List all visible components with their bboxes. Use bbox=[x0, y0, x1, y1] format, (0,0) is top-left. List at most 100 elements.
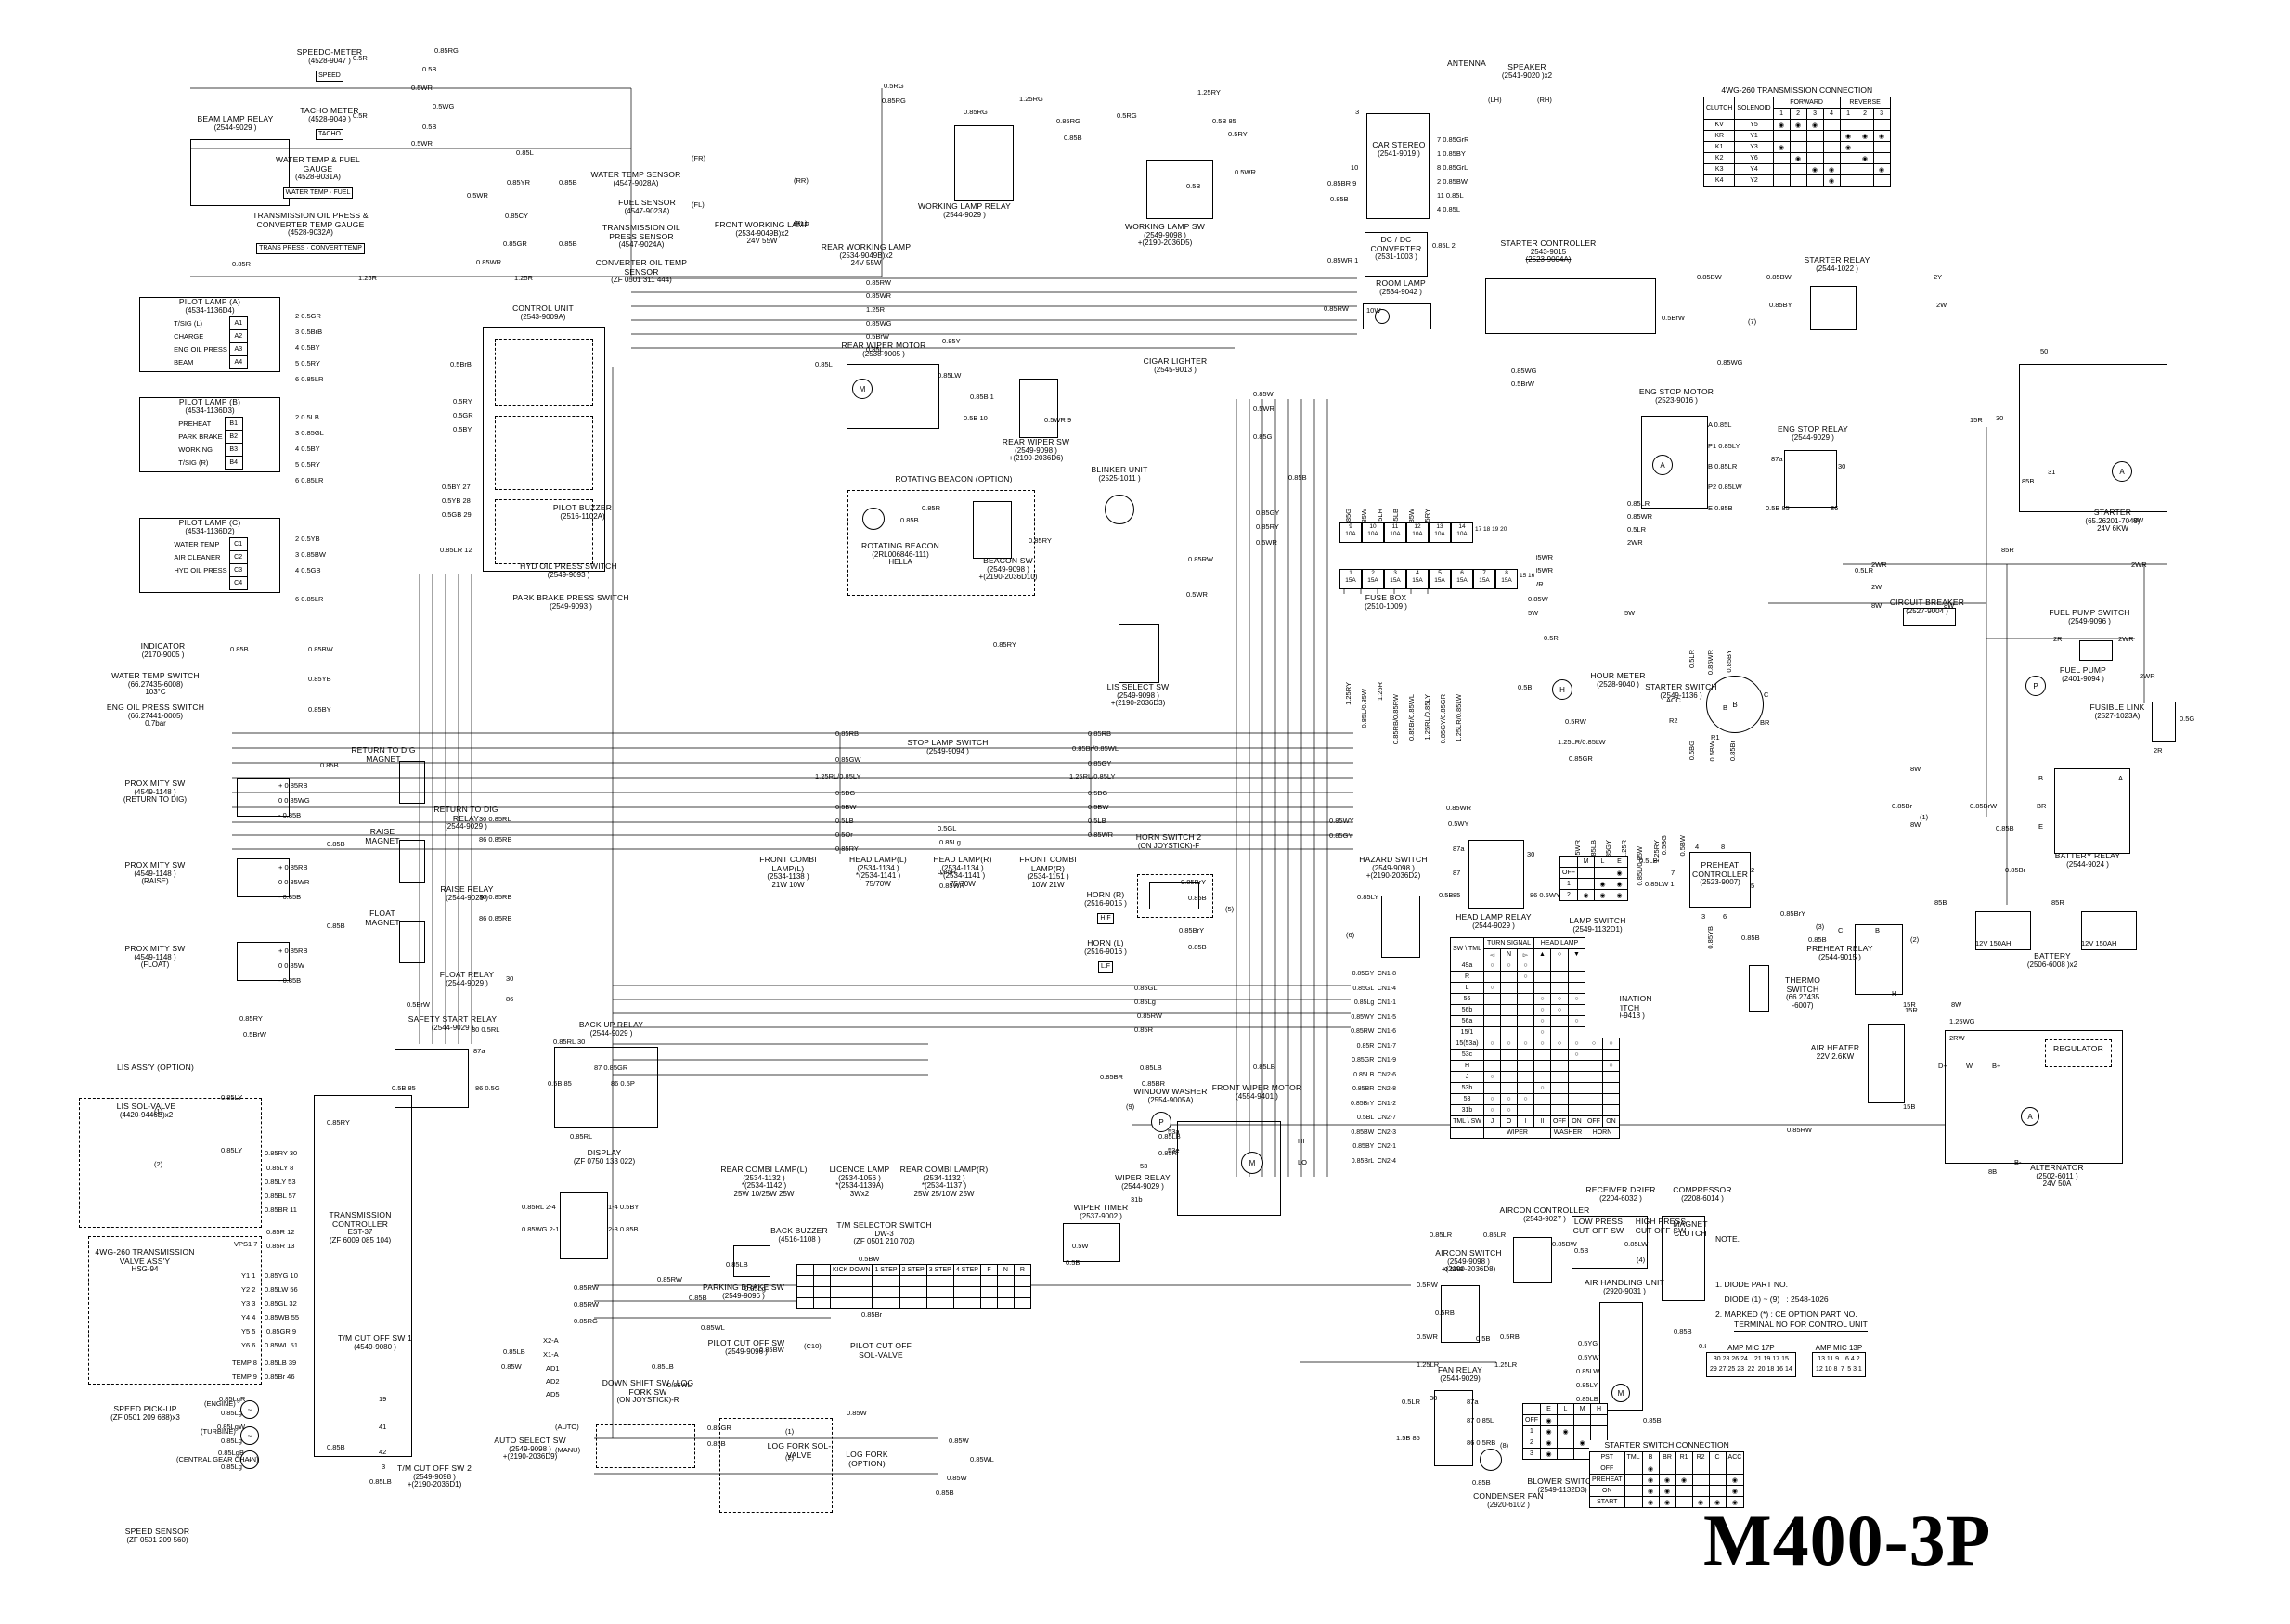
auto-select-sw-part: (2549-9098 ) bbox=[509, 1444, 551, 1453]
head-lamp-l-name: HEAD LAMP(L) bbox=[849, 855, 907, 864]
fuse-terminals: 17 18 19 20 bbox=[1475, 526, 1507, 533]
wiper-relay-part: (2544-9029 ) bbox=[1121, 1181, 1164, 1191]
wire-label: 1.25R bbox=[1376, 682, 1384, 702]
wire-label: 0.85WR bbox=[1528, 566, 1554, 574]
rear-wiper-sw-part2: +(2190-2036D6) bbox=[1008, 454, 1064, 463]
window-washer: WINDOW WASHER(2554-9005A) bbox=[1119, 1087, 1223, 1104]
wire-label: 42 bbox=[379, 1448, 387, 1456]
wire-label: B- bbox=[2014, 1158, 2022, 1166]
back-buzzer: BACK BUZZER(4516-1108 ) bbox=[757, 1226, 842, 1244]
wire-label: 86 0.5WY bbox=[1530, 891, 1560, 899]
component-box bbox=[1177, 1121, 1281, 1216]
option-dashed-box bbox=[79, 1098, 262, 1228]
proximity-sw-float-extra: (FLOAT) bbox=[140, 960, 170, 970]
comb-row-label: R bbox=[1450, 971, 1484, 983]
component-box bbox=[973, 501, 1012, 559]
battery-name: BATTERY bbox=[2034, 951, 2071, 960]
wire-label: 0.85B bbox=[1288, 473, 1307, 482]
starter-switch-connection-corner: TML bbox=[1624, 1451, 1643, 1463]
wire-label: 2 0.5LB bbox=[295, 413, 319, 421]
amp-mic-13p-title: AMP MIC 13P bbox=[1815, 1344, 1863, 1352]
wire-label: 30 bbox=[1430, 1394, 1438, 1402]
wire-label: 0.85BW bbox=[759, 1346, 784, 1354]
comb-mark: ○ bbox=[1533, 993, 1551, 1005]
wire-label: B bbox=[1875, 926, 1881, 934]
wire-label: 85R bbox=[2001, 546, 2014, 554]
wire-label: 0.85B bbox=[559, 239, 577, 248]
pilot-lamp-a-row-label: T/SIG (L) bbox=[174, 318, 203, 328]
comb-mark bbox=[1549, 1104, 1569, 1116]
comb-mark bbox=[1601, 1104, 1620, 1116]
blower-switch-row-label: 1 bbox=[1522, 1425, 1541, 1437]
comb-mark bbox=[1482, 1049, 1501, 1061]
transmission-connection-row-label: K4 bbox=[1702, 174, 1736, 187]
wire-label: 0.85LB 39 bbox=[265, 1359, 297, 1367]
wire-label: 0.85Lg bbox=[221, 1463, 242, 1471]
safety-start-relay: SAFETY START RELAY(2544-9029 ) bbox=[399, 1014, 506, 1032]
wire-label: 2WR bbox=[2118, 635, 2134, 643]
wire-label: 0.85RY bbox=[835, 844, 859, 853]
component-box bbox=[2079, 640, 2113, 661]
component-box bbox=[1599, 1302, 1643, 1411]
thermo-switch-part2: -6007) bbox=[1792, 1000, 1814, 1010]
wire-label: 0.5B bbox=[422, 122, 437, 131]
rear-working-lamp-part: (2534-9049B)x2 bbox=[839, 251, 893, 260]
wiper-relay: WIPER RELAY(2544-9029 ) bbox=[1100, 1173, 1185, 1191]
wire-label: 0.5R bbox=[1544, 634, 1559, 642]
transmission-connection-row-label: Y6 bbox=[1734, 152, 1774, 164]
log-fork-sol-valve: LOG FORK SOL-VALVE bbox=[761, 1441, 837, 1460]
wire-label: 0.85B bbox=[707, 1439, 726, 1448]
rotating-beacon-part: (2RL006846-111) bbox=[872, 549, 929, 559]
wire-label: 0.85B 1 bbox=[970, 393, 994, 401]
wire-label: Y5 5 bbox=[241, 1327, 256, 1335]
tm-cut-off-sw-1: T/M CUT OFF SW 1(4549-9080 ) bbox=[323, 1334, 427, 1351]
wire-label: 0.85L bbox=[815, 360, 833, 368]
wire-label: 85R bbox=[2051, 898, 2064, 907]
tm-selector-switch-name: T/M SELECTOR SWITCH bbox=[836, 1220, 932, 1230]
front-combi-lamp-l: FRONT COMBI LAMP(L)(2534-1138 )21W 10W bbox=[745, 855, 831, 890]
air-heater-name: AIR HEATER bbox=[1810, 1043, 1860, 1052]
tacho-meter-symbol: TACHO bbox=[316, 129, 343, 141]
component-box bbox=[2054, 768, 2130, 854]
safety-start-relay-part: (2544-9029 ) bbox=[431, 1023, 474, 1032]
comb-mark bbox=[1533, 1104, 1551, 1116]
float-magnet-name: FLOAT MAGNET bbox=[365, 909, 400, 927]
comb-mark: ○ bbox=[1482, 1093, 1501, 1105]
amp-mic-13p-top-pins: 13 11 9 6 4 2 bbox=[1818, 1356, 1860, 1362]
wire-label: 0.5B 85 bbox=[548, 1079, 572, 1088]
lamp-switch-col: M bbox=[1577, 856, 1595, 868]
condenser-fan: CONDENSER FAN(2920-6102 ) bbox=[1461, 1491, 1556, 1509]
aircon-controller: AIRCON CONTROLLER(2543-9027 ) bbox=[1490, 1205, 1599, 1223]
wire-label: 2WR bbox=[2131, 561, 2147, 569]
component-box bbox=[1945, 1030, 2123, 1164]
comb-footer-col: ON bbox=[1601, 1115, 1620, 1128]
fuel-pump-name: FUEL PUMP bbox=[2059, 665, 2107, 675]
wire-label: 0.85RY bbox=[993, 640, 1016, 649]
comb-mark: ○ bbox=[1567, 1038, 1585, 1050]
lamp-switch-row-label: OFF bbox=[1559, 867, 1578, 879]
comb-mark: ○ bbox=[1482, 960, 1501, 972]
fuse: 3 15A bbox=[1384, 569, 1406, 589]
tm-selector-mark bbox=[979, 1297, 998, 1309]
comb-row-label: 53 bbox=[1450, 1093, 1484, 1105]
wire-label: 0.85W bbox=[1528, 595, 1548, 603]
wire-label: 0.85LB bbox=[369, 1477, 392, 1486]
thermo-switch-part: (66.27435 bbox=[1785, 993, 1820, 1002]
rear-wiper-sw-name: REAR WIPER SW bbox=[1002, 437, 1070, 446]
comb-mark bbox=[1584, 1049, 1603, 1061]
comb-mark bbox=[1482, 993, 1501, 1005]
wire-label: 0.85RY bbox=[239, 1014, 263, 1023]
wire-label: 0.85LB bbox=[1158, 1132, 1181, 1141]
starter-switch-connection-mark bbox=[1675, 1485, 1693, 1497]
wire-label: 0.5RG bbox=[884, 82, 904, 90]
transmission-connection-mark bbox=[1839, 174, 1857, 187]
wire-label: 12V 150AH bbox=[1975, 939, 2012, 947]
fuse-box-part: (2510-1009 ) bbox=[1365, 601, 1407, 611]
starter-part: (65.26201-7049) bbox=[2085, 516, 2141, 525]
transmission-connection-mark: ◉ bbox=[1856, 130, 1874, 142]
wire-label: 0.85YR bbox=[507, 178, 531, 187]
